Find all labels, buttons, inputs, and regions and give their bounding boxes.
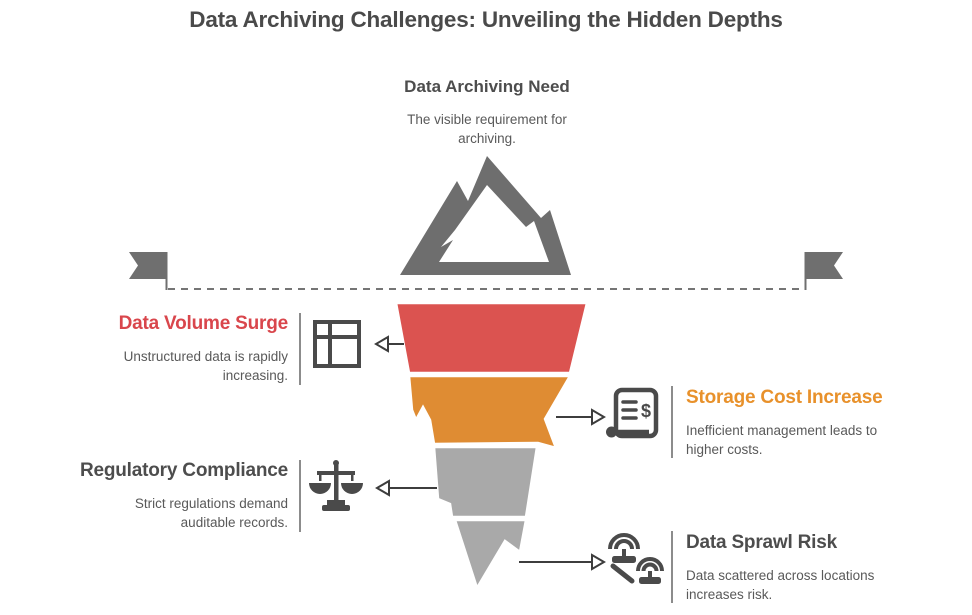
iceberg-segment-sprawl (453, 518, 528, 592)
callout-description: Inefficient management leads to higher c… (686, 422, 931, 459)
callout-description-line2: increases risk. (686, 586, 773, 602)
table-layout-icon (313, 320, 361, 368)
callout-description-line1: Inefficient management leads to (686, 423, 878, 438)
callout-heading: Regulatory Compliance (79, 460, 288, 481)
callout-heading: Data Sprawl Risk (686, 532, 837, 553)
arrow-to-cost (556, 408, 606, 426)
callout-description-line1: Unstructured data is rapidly (123, 349, 288, 364)
arrow-to-volume (374, 335, 404, 353)
page-title: Data Archiving Challenges: Unveiling the… (189, 7, 783, 32)
surface-callout: Data Archiving Need The visible requirem… (337, 77, 637, 148)
callout-description-line2: increasing. (222, 367, 288, 383)
callout-description: Unstructured data is rapidly increasing. (43, 348, 288, 385)
iceberg (394, 301, 589, 592)
cost-report-icon: $ (606, 387, 659, 439)
svg-text:$: $ (641, 401, 651, 421)
callout-heading: Storage Cost Increase (686, 387, 883, 408)
arrow-to-sprawl (519, 553, 606, 571)
callout-heading: Data Volume Surge (118, 313, 289, 334)
arrow-to-compliance (375, 479, 437, 497)
connector-arrows (374, 335, 606, 571)
right-ribbon-flag (804, 252, 843, 290)
surface-heading: Data Archiving Need (404, 77, 570, 96)
callout-data-volume-surge: Data Volume Surge Unstructured data is r… (43, 313, 289, 385)
callout-data-sprawl-risk: Data Sprawl Risk Data scattered across l… (686, 533, 931, 604)
iceberg-segment-compliance (432, 445, 539, 519)
callout-description-line1: Data scattered across locations (686, 568, 875, 583)
iceberg-segment-cost (407, 374, 573, 450)
network-sprawl-icon (608, 533, 664, 584)
callout-description-line1: Strict regulations demand (134, 496, 288, 511)
callout-description-line2: higher costs. (686, 441, 763, 457)
surface-description-line2: archiving. (458, 131, 516, 146)
surface-description-line1: The visible requirement for (407, 112, 567, 127)
iceberg-segment-volume (394, 301, 589, 375)
left-ribbon-flag (129, 252, 168, 290)
surface-description: The visible requirement for archiving. (337, 110, 637, 148)
callout-description-line2: auditable records. (180, 514, 288, 530)
scales-icon (309, 460, 363, 511)
callout-dividers (299, 313, 673, 603)
mountain-icon (400, 156, 571, 275)
callout-regulatory-compliance: Regulatory Compliance Strict regulations… (43, 461, 288, 532)
callout-description: Data scattered across locations increase… (686, 567, 931, 604)
callout-description: Strict regulations demand auditable reco… (43, 495, 288, 532)
callout-storage-cost-increase: Storage Cost Increase Inefficient manage… (686, 388, 931, 459)
